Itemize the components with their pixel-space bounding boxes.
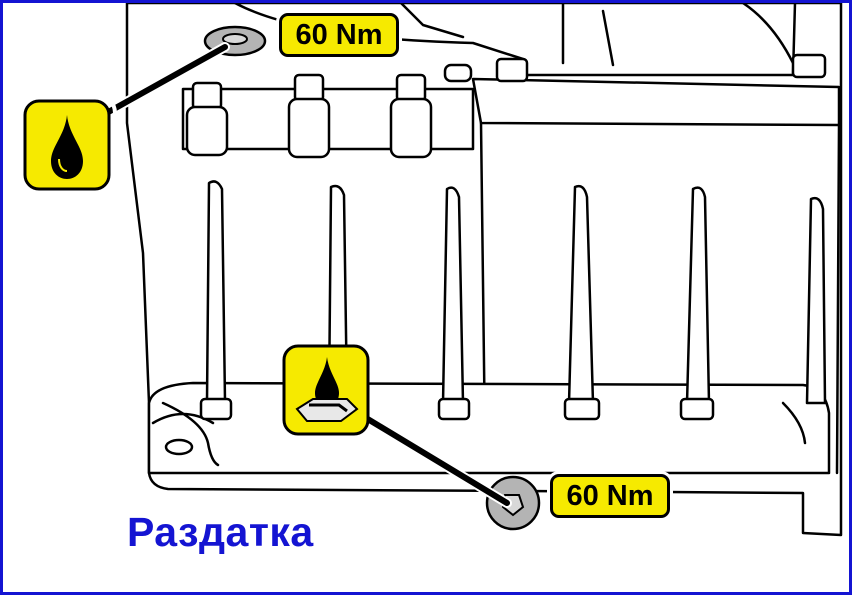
bolt <box>791 53 827 79</box>
top-torque-label: 60 Nm <box>279 13 399 57</box>
rib <box>567 184 595 405</box>
mount-hole <box>164 438 194 456</box>
bolt <box>443 63 473 83</box>
rib-pad <box>437 397 471 421</box>
rib-pad <box>199 397 233 421</box>
right-shelf <box>471 77 841 127</box>
page-title: Раздатка <box>127 509 314 555</box>
bottom-torque-label: 60 Nm <box>550 474 670 518</box>
oil-drop-tray-icon <box>282 344 370 436</box>
bolt <box>185 105 229 157</box>
rib <box>441 186 465 405</box>
bolt <box>287 97 331 159</box>
rib <box>805 196 827 405</box>
rib <box>685 186 711 405</box>
bolt <box>395 73 427 103</box>
oil-drop-icon <box>17 93 117 197</box>
base-ledge <box>147 381 831 475</box>
bolt <box>389 97 433 159</box>
rib <box>205 180 227 403</box>
transfer-case-drawing <box>17 3 843 537</box>
bolt <box>495 57 529 83</box>
bolt <box>293 73 325 103</box>
rib-pad <box>679 397 715 421</box>
rib-pad <box>563 397 601 421</box>
bolt <box>191 81 223 111</box>
